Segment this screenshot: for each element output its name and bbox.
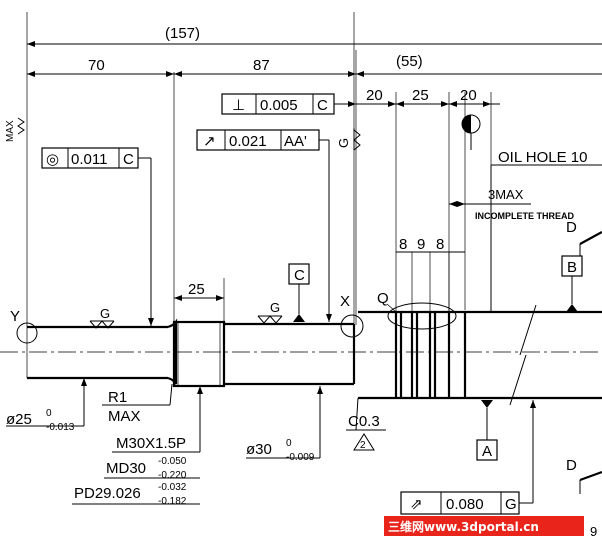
- dim-groove-1: 8: [399, 236, 407, 253]
- svg-text:A: A: [482, 443, 492, 460]
- total-runout-value: 0.080: [446, 496, 484, 513]
- thread-pd: PD29.026: [74, 485, 141, 502]
- diameter-30: ø30 0 -0.009: [246, 386, 323, 463]
- diameter-25: ø25 0 -0.013: [6, 378, 87, 433]
- svg-text:-0.009: -0.009: [286, 452, 315, 463]
- datum-x-circle: [340, 314, 364, 338]
- conc-symbol: ◎: [46, 151, 59, 168]
- r1-callout: R1 MAX: [102, 383, 173, 425]
- dim-thread-len: 25: [188, 281, 205, 298]
- shaft-outline: [0, 304, 602, 406]
- frame-circular-runout: ↗ 0.021 AA': [196, 129, 332, 322]
- surface-g-rotated: G: [336, 128, 361, 151]
- total-runout-datum: G: [505, 496, 517, 513]
- dim-right-span: (55): [396, 53, 423, 70]
- dim-mid-span: 87: [253, 57, 270, 74]
- dim-overall: (157): [165, 25, 200, 42]
- detail-q-ellipse: [387, 302, 457, 330]
- svg-text:-0.182: -0.182: [158, 496, 187, 507]
- thread-m30: M30X1.5P: [116, 435, 186, 452]
- dim-left-span: 70: [88, 57, 105, 74]
- conc-datum: C: [123, 151, 134, 168]
- svg-text:-0.220: -0.220: [158, 470, 187, 481]
- chamfer-label: C0.3: [348, 413, 380, 430]
- watermark: 三维网www.3dportal.cn: [384, 516, 584, 536]
- corner-number: 9: [590, 524, 597, 539]
- dim-seg-b: 25: [412, 87, 429, 104]
- section-d-top: D: [566, 219, 602, 256]
- svg-text:0: 0: [286, 438, 292, 449]
- svg-text:三维网www.3dportal.cn: 三维网www.3dportal.cn: [388, 519, 539, 534]
- svg-text:MAX: MAX: [5, 120, 16, 142]
- svg-text:-0.032: -0.032: [158, 482, 187, 493]
- frame-concentricity: ◎ 0.011 C: [41, 147, 154, 326]
- dimension-lines: (157) 70 87 (55) 20 25 20 25 8 9 8: [27, 25, 602, 318]
- svg-text:B: B: [567, 259, 577, 276]
- svg-text:ø30: ø30: [246, 441, 272, 458]
- svg-text:D: D: [566, 219, 577, 236]
- dim-groove-2: 9: [417, 236, 425, 253]
- surface-g-1: G: [100, 306, 110, 321]
- frame-perpendicularity: ⊥ 0.005 C: [221, 93, 356, 115]
- datum-y-label: Y: [10, 308, 20, 325]
- incomplete-thread-label: INCOMPLETE THREAD: [475, 211, 575, 221]
- surface-g-2: G: [270, 300, 280, 315]
- total-runout-symbol: ⇗: [410, 496, 423, 513]
- svg-text:0: 0: [46, 408, 52, 419]
- perp-datum: C: [317, 97, 328, 114]
- perp-value: 0.005: [260, 97, 298, 114]
- detail-q-label: Q: [377, 290, 389, 307]
- svg-text:D: D: [566, 457, 577, 474]
- datum-c: C: [288, 263, 310, 322]
- max-3-callout: 3MAX INCOMPLETE THREAD: [449, 187, 575, 221]
- section-d-bottom: D: [566, 457, 602, 494]
- datum-x-label: X: [340, 293, 350, 310]
- svg-text:C: C: [294, 267, 305, 284]
- note-2: 2: [360, 440, 366, 451]
- runout-symbol: ↗: [203, 133, 216, 150]
- datum-a: A: [476, 400, 498, 461]
- dim-seg-c: 20: [460, 87, 477, 104]
- svg-text:-0.050: -0.050: [158, 456, 187, 467]
- runout-value: 0.021: [229, 133, 267, 150]
- perp-symbol: ⊥: [232, 97, 245, 114]
- thread-spec: M30X1.5P MD30 -0.050 -0.220 PD29.026 -0.…: [72, 386, 203, 507]
- thread-md: MD30: [106, 460, 146, 477]
- oil-hole-label: OIL HOLE 10: [498, 149, 588, 166]
- datum-y-circle: [16, 322, 38, 344]
- frame-total-runout: ⇗ 0.080 G: [400, 400, 536, 515]
- surface-g-symbols: G G: [89, 300, 283, 329]
- dim-groove-3: 8: [436, 236, 444, 253]
- svg-text:-0.013: -0.013: [46, 422, 75, 433]
- oil-hole-callout: OIL HOLE 10: [461, 114, 602, 312]
- dim-seg-a: 20: [366, 87, 383, 104]
- datum-b: B: [561, 255, 583, 312]
- max-3-label: 3MAX: [488, 187, 524, 202]
- r1-max-label: MAX: [108, 408, 141, 425]
- svg-text:G: G: [336, 138, 351, 148]
- conc-value: 0.011: [71, 151, 107, 168]
- chamfer-callout: C0.3 2: [346, 397, 386, 451]
- svg-text:ø25: ø25: [6, 411, 32, 428]
- side-note-vertical: MAX: [5, 120, 16, 142]
- runout-datum: AA': [284, 133, 307, 150]
- r1-label: R1: [108, 389, 127, 406]
